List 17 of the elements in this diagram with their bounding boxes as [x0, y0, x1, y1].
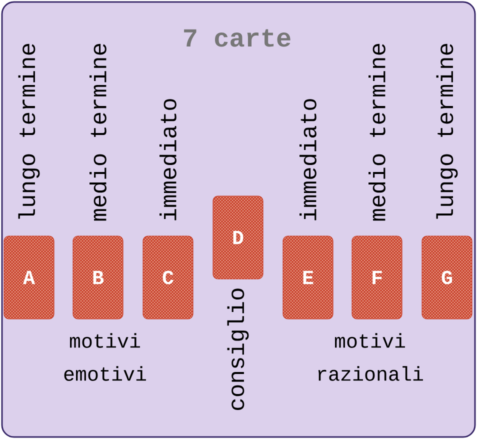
- playing-card: F: [352, 236, 402, 320]
- rotated-label: medio termine: [90, 44, 106, 221]
- rotated-label: consiglio: [227, 288, 249, 410]
- rotated-label: lungo termine: [18, 44, 40, 219]
- playing-card: D: [212, 196, 264, 280]
- playing-card: B: [72, 236, 124, 320]
- playing-card: E: [282, 236, 334, 320]
- rotated-label: immediato: [160, 99, 176, 220]
- rotated-label: immediato: [300, 99, 316, 220]
- title: 7 carte: [184, 29, 290, 47]
- rotated-label: medio termine: [368, 44, 386, 221]
- group-label: motivi razionali: [318, 333, 423, 381]
- playing-card: C: [142, 236, 194, 320]
- rotated-label: lungo termine: [436, 44, 458, 219]
- group-label: motivi emotivi: [64, 333, 146, 381]
- playing-card: G: [422, 236, 472, 320]
- playing-card: A: [4, 236, 54, 320]
